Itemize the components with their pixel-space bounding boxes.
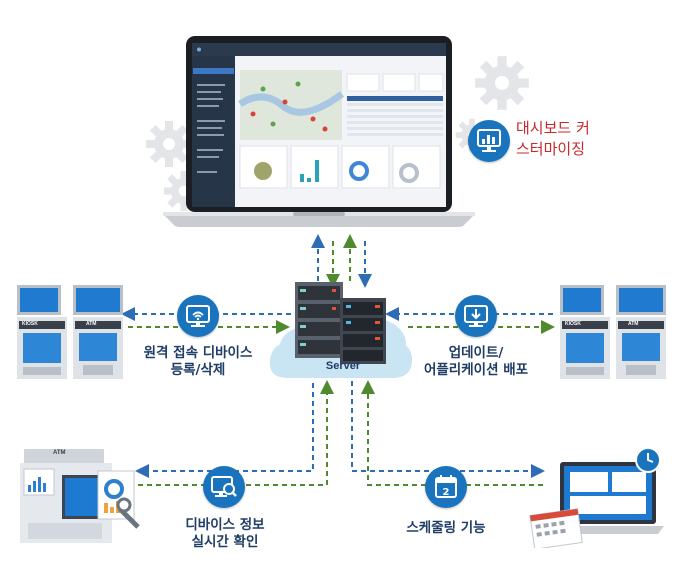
remote-caption-line1: 원격 접속 디바이스 xyxy=(143,345,253,361)
atm-label-left: ATM xyxy=(86,321,97,327)
remote-monitor-icon xyxy=(177,295,219,337)
atm-label-bottom: ATM xyxy=(53,450,66,456)
device-info-caption-line1: 디바이스 정보 xyxy=(185,517,265,533)
kiosk-atm-right xyxy=(560,285,666,379)
update-caption-line2: 어플리케이션 배포 xyxy=(423,362,529,378)
clock-icon xyxy=(635,447,661,473)
kiosk-label-left: KIOSK xyxy=(22,321,38,327)
calendar-icon: 2 xyxy=(425,466,467,508)
dashboard-caption-line1: 대시보드 커 xyxy=(516,119,590,137)
server-label: Server xyxy=(325,360,361,372)
device-search-icon xyxy=(203,466,245,508)
kiosk-label-right: KIOSK xyxy=(565,321,581,327)
scheduling-caption-text: 스케줄링 기능 xyxy=(406,520,486,536)
remote-device-caption: 원격 접속 디바이스 등록/삭제 xyxy=(128,345,268,379)
device-info-caption-line2: 실시간 확인 xyxy=(191,534,259,550)
device-info-caption: 디바이스 정보 실시간 확인 xyxy=(160,517,290,551)
svg-text:2: 2 xyxy=(443,487,450,498)
download-monitor-icon xyxy=(455,295,497,337)
scheduling-caption: 스케줄링 기능 xyxy=(388,520,504,537)
schedule-laptop xyxy=(529,462,664,548)
gear-icon xyxy=(475,56,529,110)
gear-icon xyxy=(146,121,192,167)
server-cloud xyxy=(269,282,412,378)
dashboard-customization-caption: 대시보드 커 스터마이징 xyxy=(516,118,590,160)
update-caption-line1: 업데이트/ xyxy=(448,345,504,361)
remote-caption-line2: 등록/삭제 xyxy=(170,362,226,378)
laptop-dashboard xyxy=(163,36,475,227)
atm-label-right: ATM xyxy=(628,321,639,327)
atm-report-device xyxy=(20,449,140,543)
dashboard-monitor-icon xyxy=(468,120,510,162)
dashboard-caption-line2: 스터마이징 xyxy=(516,140,586,158)
kiosk-atm-left xyxy=(17,285,123,379)
update-deploy-caption: 업데이트/ 어플리케이션 배포 xyxy=(408,345,544,379)
